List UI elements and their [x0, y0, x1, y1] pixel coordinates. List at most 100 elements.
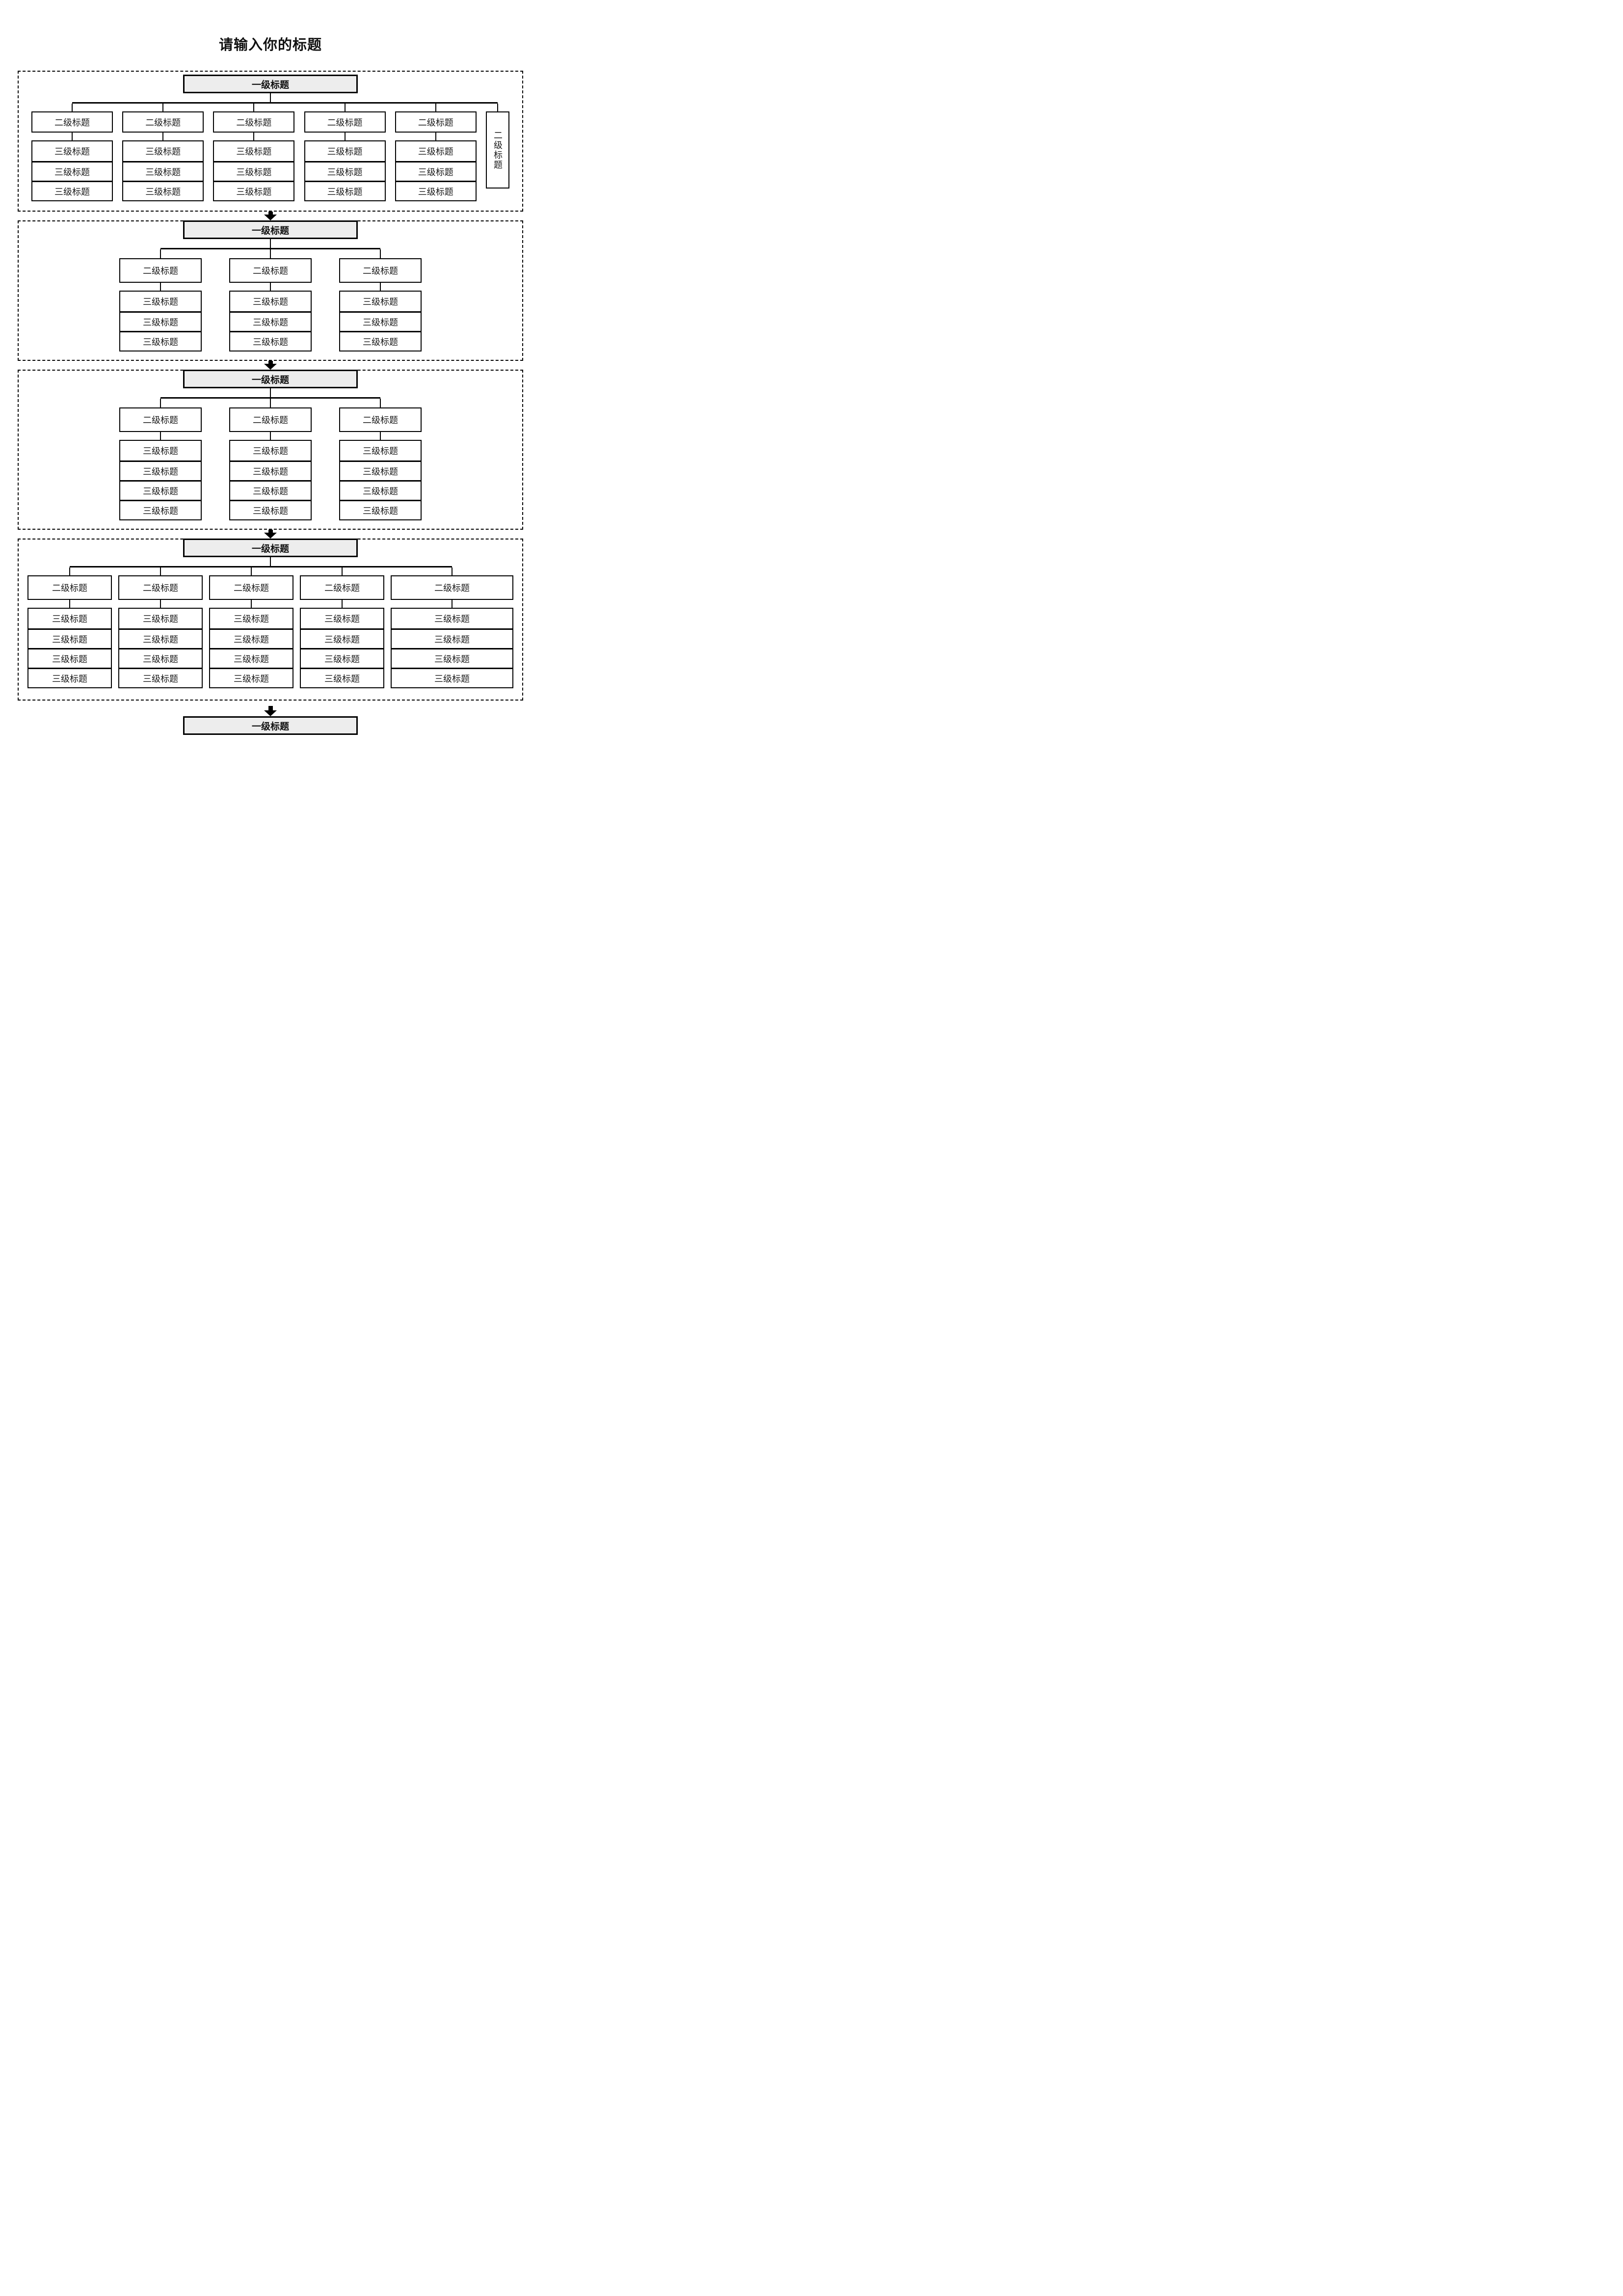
- connector-bus: [160, 397, 380, 399]
- columns-row: 二级标题三级标题三级标题三级标题二级标题三级标题三级标题三级标题二级标题三级标题…: [19, 249, 522, 351]
- column: 二级标题三级标题三级标题三级标题三级标题: [300, 567, 384, 688]
- level2-box: 二级标题: [304, 111, 386, 133]
- level1-box: 一级标题: [183, 220, 358, 239]
- arrow-head: [264, 710, 277, 716]
- level3-box: 三级标题: [305, 161, 385, 181]
- level3-box: 三级标题: [210, 628, 293, 648]
- connector-drop: [160, 249, 161, 258]
- level2-box: 二级标题: [339, 258, 422, 283]
- level3-box: 三级标题: [340, 500, 421, 519]
- level3-stack: 三级标题三级标题三级标题: [229, 291, 312, 351]
- column: 二级标题三级标题三级标题三级标题三级标题: [119, 399, 202, 520]
- section-3: 一级标题二级标题三级标题三级标题三级标题三级标题二级标题三级标题三级标题三级标题…: [18, 370, 523, 530]
- level2-box: 二级标题: [300, 575, 384, 600]
- down-arrow-icon: [264, 706, 277, 716]
- connector-stub: [270, 557, 271, 566]
- level3-box: 三级标题: [396, 161, 476, 181]
- level3-stack: 三级标题三级标题三级标题三级标题: [391, 608, 513, 688]
- level3-box: 三级标题: [145, 147, 181, 157]
- level2-box: 二级标题: [122, 111, 204, 133]
- column: 二级标题三级标题三级标题三级标题: [31, 104, 113, 201]
- connector-line: [160, 283, 161, 291]
- column: 二级标题三级标题三级标题三级标题三级标题: [391, 567, 513, 688]
- column: 二级标题: [485, 104, 509, 189]
- connector-line: [270, 283, 271, 291]
- level3-stack: 三级标题三级标题三级标题: [213, 140, 295, 201]
- level3-box: 三级标题: [120, 500, 201, 519]
- arrow-stem: [268, 361, 273, 364]
- diagram-flow: 一级标题二级标题三级标题三级标题三级标题二级标题三级标题三级标题三级标题二级标题…: [18, 71, 523, 701]
- level3-box: 三级标题: [230, 460, 311, 480]
- level3-box: 三级标题: [340, 460, 421, 480]
- down-arrow-icon: [264, 361, 277, 370]
- level3-box: 三级标题: [120, 460, 201, 480]
- level3-box: 三级标题: [28, 668, 111, 687]
- level3-box: 三级标题: [301, 628, 383, 648]
- level3-stack: 三级标题三级标题三级标题三级标题: [118, 608, 203, 688]
- level3-box: 三级标题: [32, 181, 112, 200]
- level3-box: 三级标题: [418, 147, 453, 157]
- connector-bus: [160, 248, 380, 249]
- level3-stack: 三级标题三级标题三级标题三级标题: [119, 440, 202, 520]
- connector-stub: [270, 93, 271, 102]
- level3-box: 三级标题: [119, 668, 202, 687]
- section-2: 一级标题二级标题三级标题三级标题三级标题二级标题三级标题三级标题三级标题二级标题…: [18, 220, 523, 361]
- level3-box: 三级标题: [340, 311, 421, 331]
- arrow-head: [264, 364, 277, 370]
- level2-box: 二级标题: [119, 407, 202, 432]
- columns-row: 二级标题三级标题三级标题三级标题三级标题二级标题三级标题三级标题三级标题三级标题…: [19, 399, 522, 520]
- arrow-stem: [268, 706, 273, 710]
- arrow-stem: [268, 212, 273, 215]
- connector-line: [380, 283, 381, 291]
- level3-box: 三级标题: [120, 311, 201, 331]
- level3-box: 三级标题: [214, 161, 294, 181]
- connector-line: [380, 432, 381, 440]
- connector-line: [253, 133, 255, 140]
- document-page: 请输入你的标题 一级标题二级标题三级标题三级标题三级标题二级标题三级标题三级标题…: [0, 0, 541, 765]
- level3-box: 三级标题: [210, 648, 293, 668]
- connector-drop: [270, 399, 271, 407]
- arrow-head: [264, 533, 277, 539]
- level3-box: 三级标题: [123, 181, 203, 200]
- connector-drop: [160, 399, 161, 407]
- level1-box: 一级标题: [183, 370, 358, 388]
- section-1: 一级标题二级标题三级标题三级标题三级标题二级标题三级标题三级标题三级标题二级标题…: [18, 71, 523, 212]
- connector-drop: [162, 104, 164, 111]
- column: 二级标题三级标题三级标题三级标题: [304, 104, 386, 201]
- connector-drop: [160, 567, 161, 575]
- connector-line: [160, 432, 161, 440]
- column: 二级标题三级标题三级标题三级标题: [213, 104, 295, 201]
- column: 二级标题三级标题三级标题三级标题: [229, 249, 312, 351]
- column: 二级标题三级标题三级标题三级标题: [395, 104, 477, 201]
- down-arrow-icon: [264, 530, 277, 539]
- connector-line: [162, 133, 164, 140]
- level2-box: 二级标题: [213, 111, 295, 133]
- level2-box: 二级标题: [391, 575, 513, 600]
- connector-drop: [380, 399, 381, 407]
- connector-line: [72, 133, 73, 140]
- level2-box: 二级标题: [119, 258, 202, 283]
- level3-box: 三级标题: [363, 446, 398, 456]
- level3-box: 三级标题: [143, 614, 178, 624]
- level2-box: 二级标题: [395, 111, 477, 133]
- level3-stack: 三级标题三级标题三级标题三级标题: [300, 608, 384, 688]
- connector-line: [342, 600, 343, 608]
- level3-box: 三级标题: [305, 181, 385, 200]
- column: 二级标题三级标题三级标题三级标题三级标题: [209, 567, 293, 688]
- column: 二级标题三级标题三级标题三级标题三级标题: [339, 399, 422, 520]
- level3-stack: 三级标题三级标题三级标题: [304, 140, 386, 201]
- level3-box: 三级标题: [210, 668, 293, 687]
- level3-box: 三级标题: [120, 480, 201, 500]
- connector-line: [435, 133, 436, 140]
- level2-box: 二级标题: [339, 407, 422, 432]
- connector-bus: [70, 566, 452, 567]
- down-arrow-icon: [264, 212, 277, 220]
- column: 二级标题三级标题三级标题三级标题: [122, 104, 204, 201]
- level3-box: 三级标题: [301, 668, 383, 687]
- connector-drop: [69, 567, 70, 575]
- level3-stack: 三级标题三级标题三级标题: [122, 140, 204, 201]
- level3-box: 三级标题: [234, 614, 269, 624]
- connector-drop: [253, 104, 255, 111]
- connector-drop: [251, 567, 252, 575]
- level3-stack: 三级标题三级标题三级标题: [119, 291, 202, 351]
